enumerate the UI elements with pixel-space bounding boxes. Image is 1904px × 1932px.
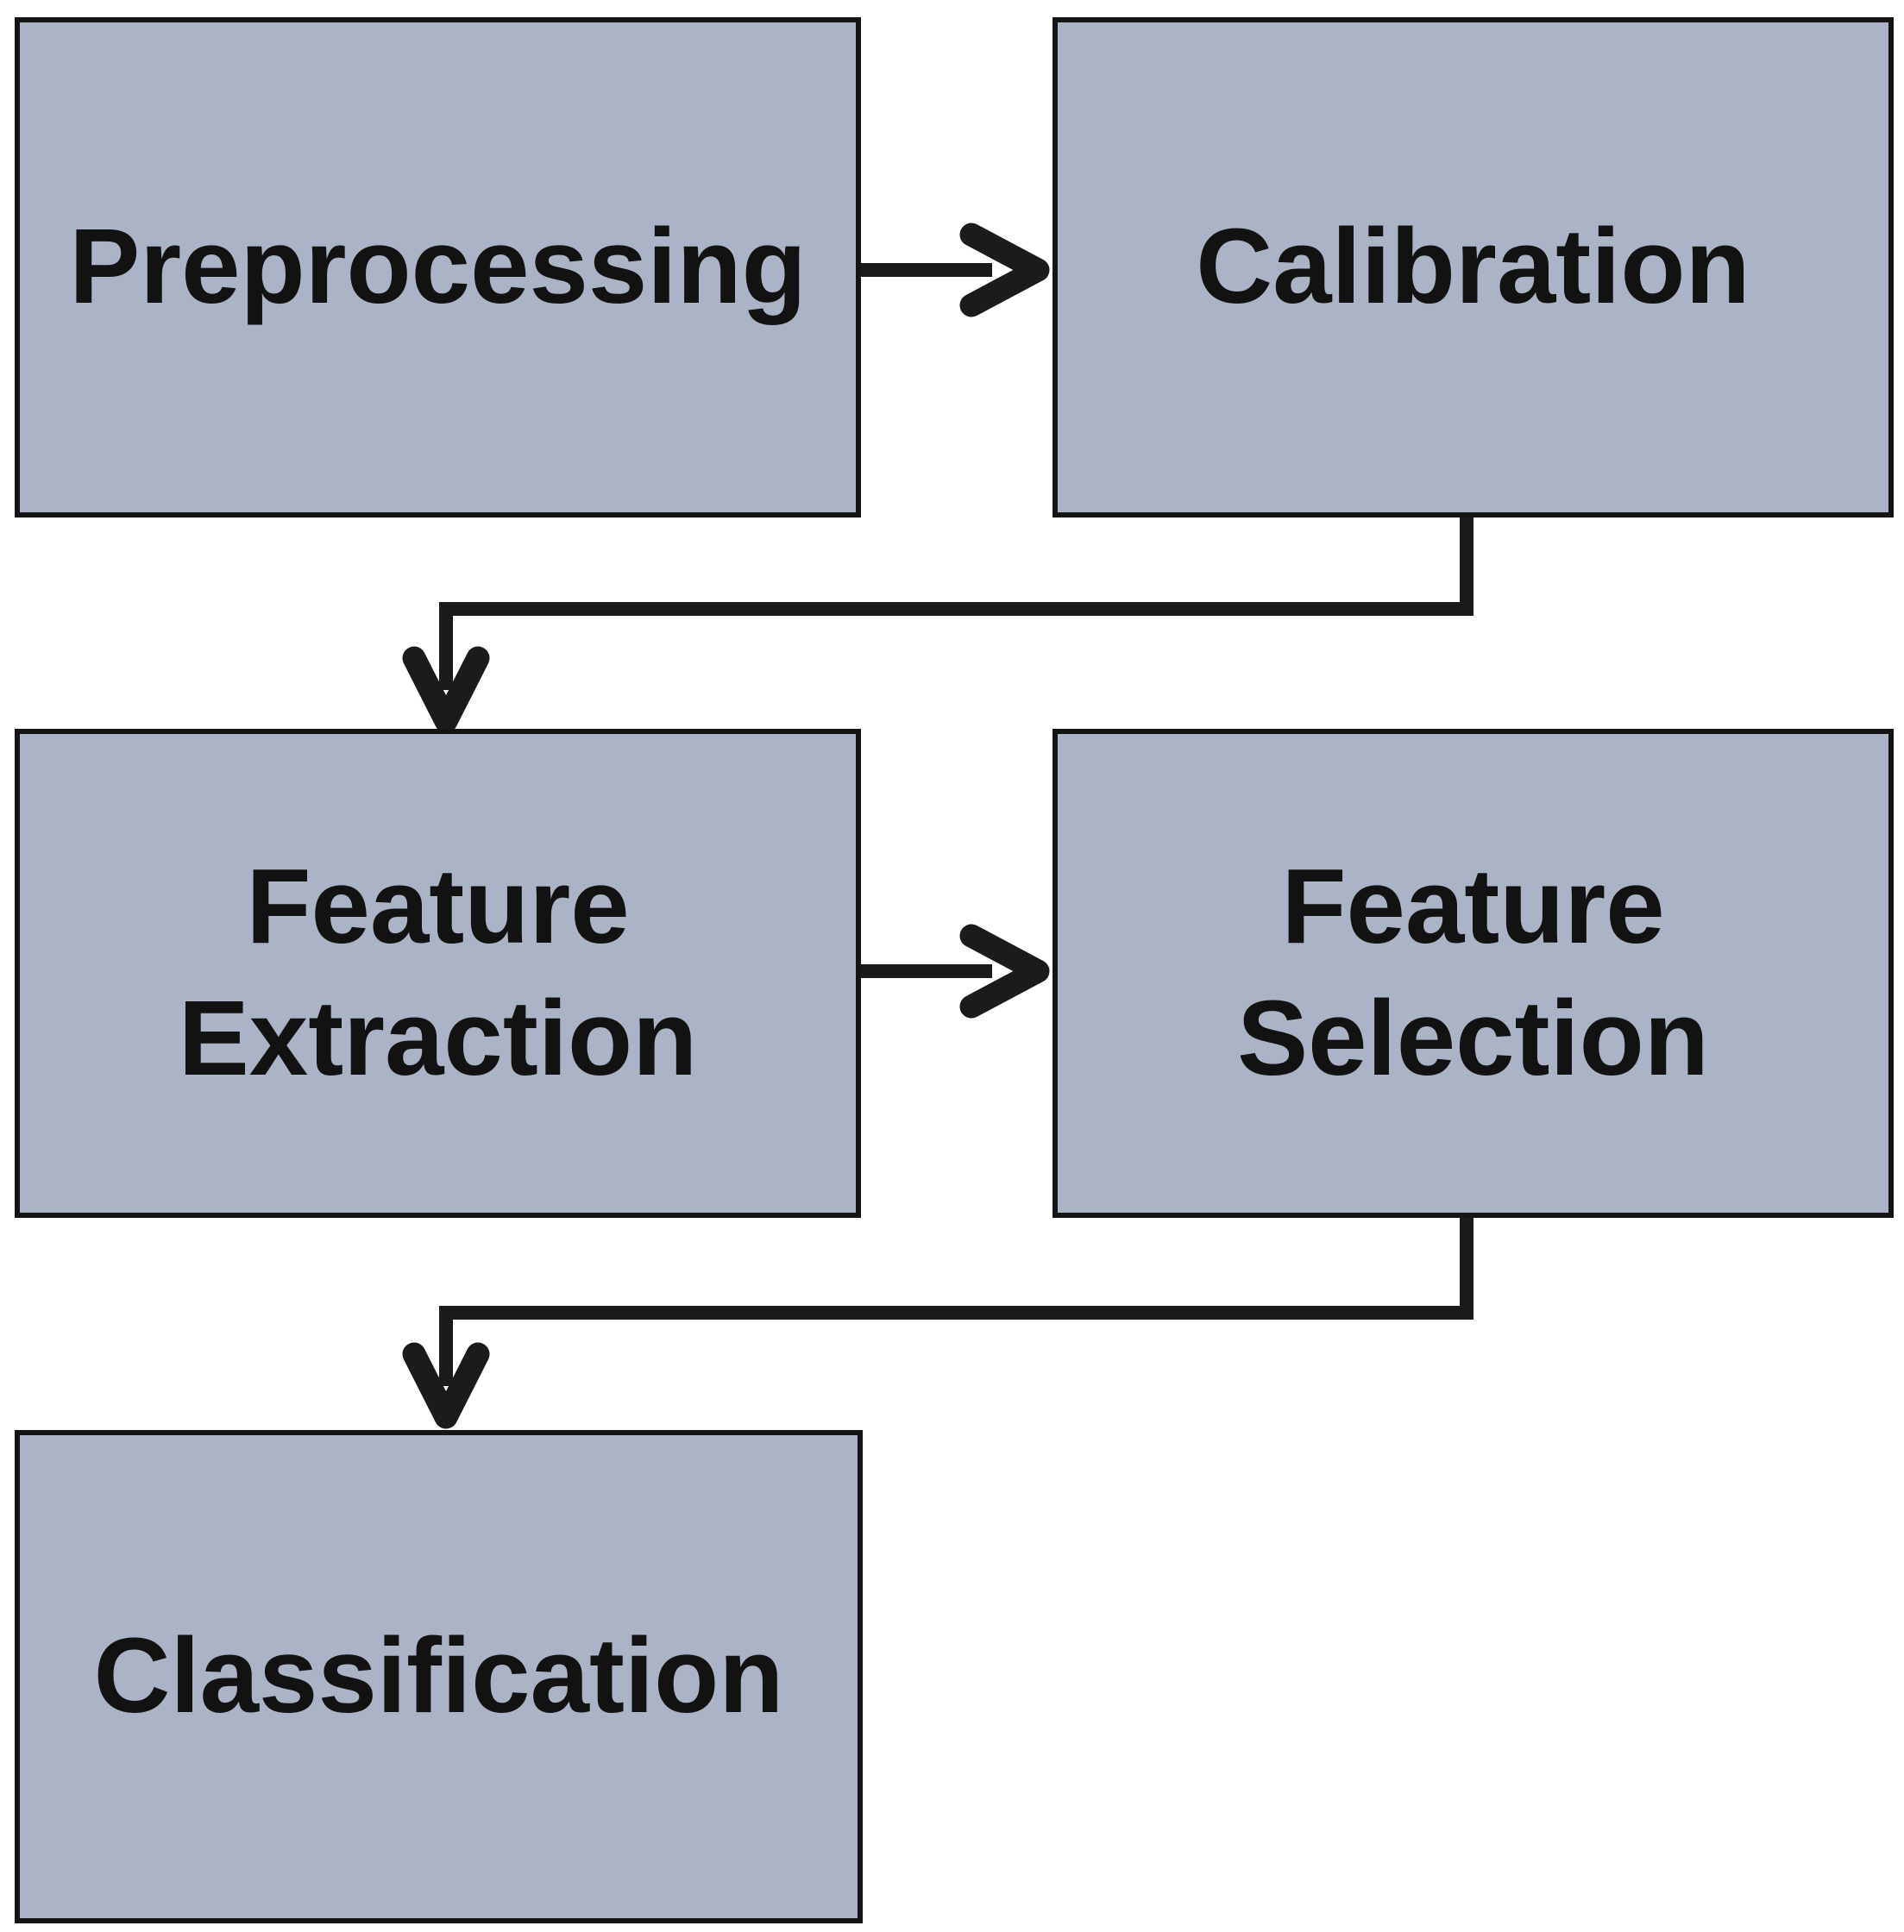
arrowhead-down-icon: [402, 646, 490, 733]
arrowhead-down-icon: [402, 1342, 490, 1429]
arrowhead-right-icon: [959, 924, 1050, 1019]
node-classification: Classification: [15, 1430, 863, 1923]
node-classification-label: Classification: [93, 1616, 784, 1735]
node-calibration: Calibration: [1053, 17, 1894, 518]
node-feature-selection-label: Feature Selection: [1237, 847, 1709, 1098]
connector-feature-extraction-to-feature-selection: [859, 924, 1050, 1019]
connector-preprocessing-to-calibration: [859, 223, 1050, 317]
elbow-line: [439, 516, 1474, 690]
node-feature-extraction-label: Feature Extraction: [178, 847, 698, 1098]
node-preprocessing: Preprocessing: [15, 17, 861, 518]
node-preprocessing-label: Preprocessing: [69, 207, 807, 326]
arrowhead-right-icon: [959, 223, 1050, 317]
connector-calibration-to-feature-extraction: [402, 516, 1474, 733]
node-calibration-label: Calibration: [1196, 207, 1750, 326]
elbow-line: [439, 1216, 1474, 1386]
node-feature-selection: Feature Selection: [1053, 729, 1894, 1218]
node-feature-extraction: Feature Extraction: [15, 729, 861, 1218]
connector-feature-selection-to-classification: [402, 1216, 1474, 1429]
